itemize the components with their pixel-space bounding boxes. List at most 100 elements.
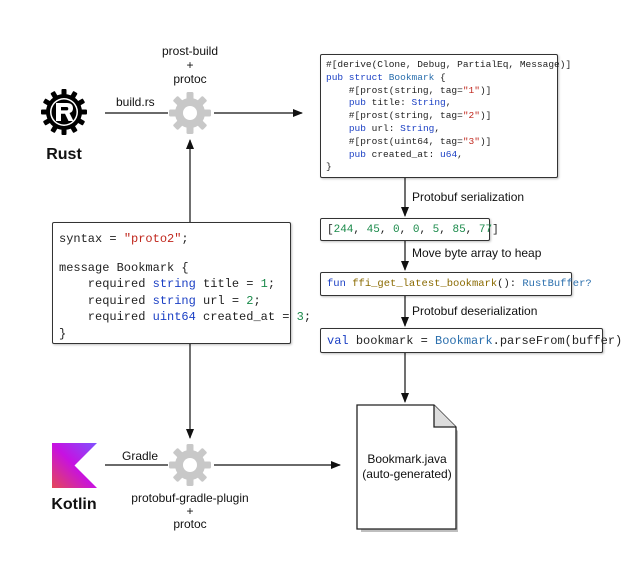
code-token: pub struct xyxy=(326,71,389,83)
code-token: String xyxy=(400,122,435,134)
code-token: "proto2" xyxy=(123,232,182,246)
step-serialization: Protobuf serialization xyxy=(412,190,525,204)
code-token: message Bookmark { xyxy=(59,260,189,275)
code-token: , xyxy=(353,224,367,236)
code-token: "1" xyxy=(462,84,480,96)
gear-icon xyxy=(169,444,211,486)
code-token: #[derive(Clone, Debug, PartialEq, Messag… xyxy=(326,59,572,70)
kotlin-logo-icon xyxy=(52,443,97,488)
bottom-tool-label: protobuf-gradle-plugin + protoc xyxy=(120,492,260,531)
code-token: 0 xyxy=(412,224,420,236)
code-token: RustBuffer? xyxy=(522,278,592,290)
code-token: , xyxy=(445,97,452,109)
code-token: ; xyxy=(253,293,261,308)
code-token: ; xyxy=(303,310,312,324)
top-tool-line: prost-build xyxy=(161,44,219,58)
code-token: )] xyxy=(479,110,492,122)
code-token: "2" xyxy=(462,110,480,122)
code-token: "3" xyxy=(462,135,480,147)
code-token: title: xyxy=(365,97,412,109)
code-token: String xyxy=(411,97,446,109)
rust-label: Rust xyxy=(46,146,82,163)
code-token: } xyxy=(59,326,67,341)
code-line: required string url = 2; xyxy=(59,293,284,310)
code-line: #[prost(uint64, tag="3")] xyxy=(326,136,552,149)
code-token: 1 xyxy=(260,277,268,291)
code-token: [ xyxy=(327,224,334,236)
code-token: required xyxy=(59,310,153,324)
code-token: .parseFrom(buffer) xyxy=(492,334,623,348)
code-line: } xyxy=(59,326,284,343)
code-line: fun ffi_get_latest_bookmark(): RustBuffe… xyxy=(327,276,592,293)
code-token: 77 xyxy=(478,224,493,236)
code-line: syntax = "proto2"; xyxy=(59,231,284,248)
code-token: , xyxy=(439,224,453,236)
code-token: Bookmark xyxy=(388,71,435,83)
code-token: created_at = xyxy=(195,310,297,324)
code-token: 2 xyxy=(246,293,254,308)
code-line: pub created_at: u64, xyxy=(326,149,552,162)
output-file-note: (auto-generated) xyxy=(362,467,452,481)
bottom-tool-line: protoc xyxy=(173,517,207,531)
code-token xyxy=(326,149,349,160)
code-token: #[prost(uint64, tag= xyxy=(326,135,463,147)
code-token: val xyxy=(327,334,356,348)
code-line: val bookmark = Bookmark.parseFrom(buffer… xyxy=(327,332,622,350)
code-token: ; xyxy=(267,277,276,291)
code-token: fun xyxy=(327,278,353,290)
document-icon xyxy=(356,404,458,532)
code-token: pub xyxy=(348,122,366,134)
top-tool-label: prost-build + protoc xyxy=(140,44,240,86)
code-token: 244 xyxy=(333,224,354,236)
code-token: } xyxy=(326,161,332,173)
code-token: , xyxy=(434,122,441,134)
code-token: 5 xyxy=(432,224,440,236)
proto-code-box: syntax = "proto2"; message Bookmark { req… xyxy=(52,222,311,344)
code-token: syntax = xyxy=(59,232,124,246)
code-line: message Bookmark { xyxy=(59,260,284,277)
step-deserialization: Protobuf deserialization xyxy=(412,304,538,318)
code-line: required string title = 1; xyxy=(59,276,284,293)
output-file-name: Bookmark.java xyxy=(367,452,447,466)
top-tool-line: + xyxy=(186,58,194,72)
code-token: required xyxy=(59,293,153,308)
code-token: uint64 xyxy=(152,310,196,324)
code-token: ] xyxy=(492,224,499,236)
code-token: #[prost(string, tag= xyxy=(326,110,463,122)
code-token: , xyxy=(419,224,433,236)
code-token: , xyxy=(457,148,463,160)
code-token: { xyxy=(434,71,446,83)
code-line: [244, 45, 0, 0, 5, 85, 77] xyxy=(327,222,499,238)
code-token: 0 xyxy=(393,224,400,236)
rust-build-label: build.rs xyxy=(116,95,155,109)
kotlin-build-label: Gradle xyxy=(122,449,159,463)
kotlin-code-box: val bookmark = Bookmark.parseFrom(buffer… xyxy=(320,328,622,353)
code-token: u64 xyxy=(440,148,458,160)
code-token: )] xyxy=(479,84,492,96)
output-file-label: Bookmark.java (auto-generated) xyxy=(356,452,458,482)
code-token: pub xyxy=(348,97,366,109)
code-token: ffi_get_latest_bookmark xyxy=(352,278,498,290)
code-token xyxy=(326,123,349,134)
code-token: 45 xyxy=(366,224,380,236)
code-line: #[prost(string, tag="1")] xyxy=(326,85,552,98)
code-token: required xyxy=(59,277,153,291)
code-token: bookmark = xyxy=(355,334,436,348)
rust-logo-icon xyxy=(41,89,87,135)
code-line: #[prost(string, tag="2")] xyxy=(326,110,552,123)
code-token: #[prost(string, tag= xyxy=(326,84,463,96)
code-line: pub struct Bookmark { xyxy=(326,72,552,85)
code-line: pub url: String, xyxy=(326,123,552,136)
rust-code-box: #[derive(Clone, Debug, PartialEq, Messag… xyxy=(320,54,571,178)
bottom-tool-line: protobuf-gradle-plugin xyxy=(131,491,249,505)
code-token: , xyxy=(465,224,479,236)
code-token: , xyxy=(399,224,413,236)
code-token: )] xyxy=(479,135,492,147)
code-token: string xyxy=(152,293,196,308)
code-token: created_at: xyxy=(365,148,441,160)
step-move: Move byte array to heap xyxy=(412,246,542,260)
code-line: required uint64 created_at = 3; xyxy=(59,309,311,326)
code-token: ; xyxy=(181,232,189,246)
code-line: pub title: String, xyxy=(326,97,552,110)
